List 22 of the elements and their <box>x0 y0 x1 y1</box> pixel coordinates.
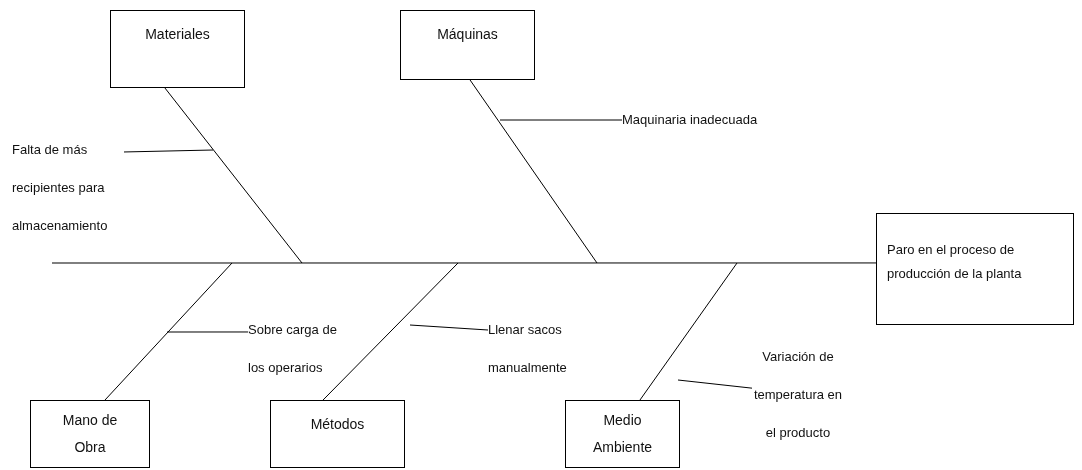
category-box: Medio Ambiente <box>565 400 680 468</box>
category-box: Materiales <box>110 10 245 88</box>
cause-text: Llenar sacos manualmente <box>488 311 578 387</box>
spine-line <box>51 262 877 264</box>
cause-text: Sobre carga de los operarios <box>248 311 352 387</box>
category-box: Máquinas <box>400 10 535 80</box>
bone-line <box>322 262 459 401</box>
effect-box: Paro en el proceso de producción de la planta <box>876 213 1074 325</box>
bone-line <box>164 87 303 264</box>
bone-line <box>469 79 598 264</box>
leader-line <box>499 119 623 121</box>
leader-line <box>677 379 753 389</box>
leader-line <box>123 149 214 153</box>
cause-text: Falta de más recipientes para almacenamiento <box>12 131 124 245</box>
bone-line <box>639 262 738 401</box>
cause-text: Maquinaria inadecuada <box>622 101 792 139</box>
category-box: Mano de Obra <box>30 400 150 468</box>
leader-line <box>166 331 249 333</box>
leader-line <box>409 324 489 331</box>
category-box: Métodos <box>270 400 405 468</box>
bone-line <box>104 262 233 401</box>
cause-text: Variación de temperatura en el producto <box>752 338 844 452</box>
